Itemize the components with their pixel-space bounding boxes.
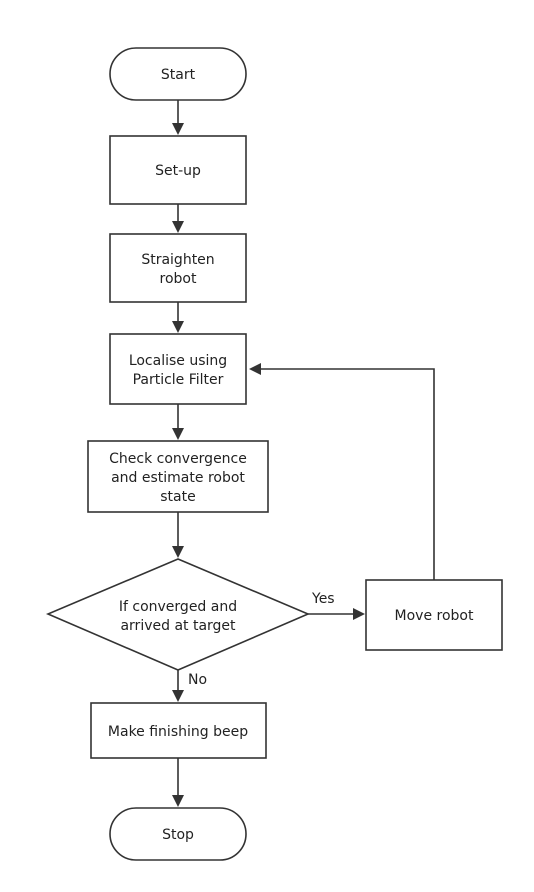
decision-diamond [45, 558, 311, 671]
node-decision: If converged and arrived at target [45, 558, 311, 671]
setup-label: Set-up [155, 163, 201, 179]
move-label: Move robot [395, 608, 474, 624]
edge-beep-to-stop [172, 758, 184, 807]
localise-label-line-1: Localise using [129, 353, 227, 369]
check-process-box [87, 440, 269, 513]
stop-terminal-shape [109, 807, 247, 861]
node-setup: Set-up [109, 135, 247, 205]
node-move: Move robot [365, 579, 503, 651]
start-label: Start [161, 67, 196, 83]
decision-label-line-1: If converged and [119, 599, 237, 615]
beep-process-box [90, 702, 267, 759]
edge-label-yes: Yes [311, 591, 335, 607]
node-start: Start [109, 47, 247, 101]
straighten-label-line-1: Straighten [141, 252, 214, 268]
beep-label: Make finishing beep [108, 724, 248, 740]
localise-process-box [109, 333, 247, 405]
edge-check-to-decision [172, 512, 184, 558]
localise-label-line-2: Particle Filter [133, 372, 224, 388]
node-localise: Localise using Particle Filter [109, 333, 247, 405]
edge-setup-to-straighten [172, 204, 184, 233]
check-label-line-1: Check convergence [109, 451, 247, 467]
decision-label-line-2: arrived at target [120, 618, 236, 634]
edge-decision-to-beep-no [172, 670, 184, 702]
stop-label: Stop [162, 827, 194, 843]
edge-start-to-setup [172, 100, 184, 135]
check-label-line-2: and estimate robot [111, 470, 245, 486]
edge-label-no: No [188, 672, 207, 688]
node-check: Check convergence and estimate robot sta… [87, 440, 269, 513]
node-stop: Stop [109, 807, 247, 861]
straighten-label-line-2: robot [160, 271, 197, 287]
setup-process-box [109, 135, 247, 205]
edges [172, 100, 435, 807]
edge-decision-to-move-yes [308, 608, 365, 620]
edge-move-to-localise-loop [249, 363, 435, 580]
start-terminal-shape [109, 47, 247, 101]
edge-straighten-to-localise [172, 302, 184, 333]
edge-localise-to-check [172, 404, 184, 440]
straighten-process-box [109, 233, 247, 303]
move-process-box [365, 579, 503, 651]
node-straighten: Straighten robot [109, 233, 247, 303]
node-beep: Make finishing beep [90, 702, 267, 759]
check-label-line-3: state [160, 489, 195, 505]
